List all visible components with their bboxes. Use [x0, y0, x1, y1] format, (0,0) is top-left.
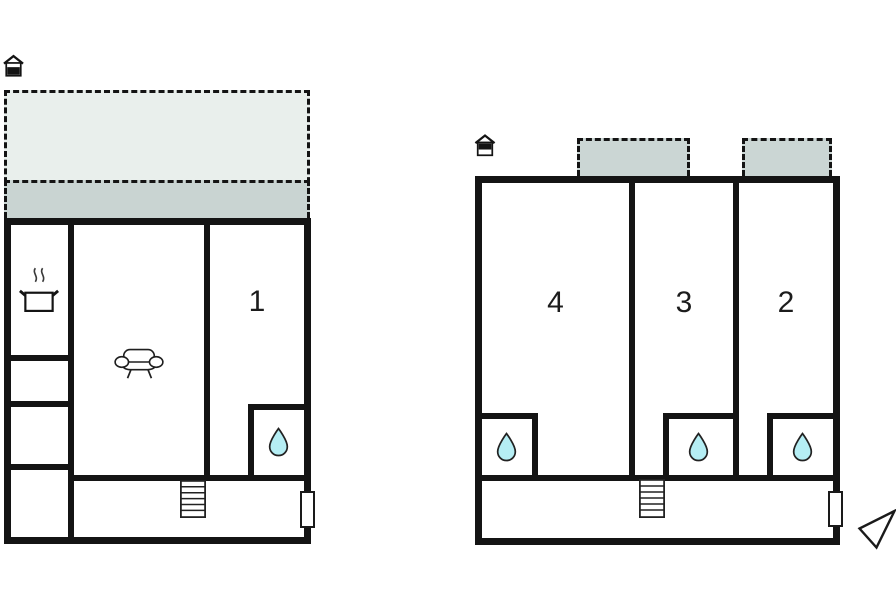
house-upper-floor-icon	[473, 134, 497, 157]
house-ground-floor-icon	[3, 54, 24, 78]
room-label: 2	[777, 286, 795, 319]
wall-segment	[629, 183, 635, 481]
stairs-icon	[180, 480, 206, 518]
water-drop-icon	[267, 427, 290, 457]
wall-segment	[248, 404, 304, 410]
upper-floor-plan: 4 3 2	[475, 176, 840, 545]
door	[300, 491, 315, 528]
wall-segment	[663, 413, 739, 419]
wall-segment	[532, 413, 538, 481]
room-label: 4	[547, 286, 564, 319]
balcony-area	[577, 138, 690, 176]
ground-floor-plan: 1	[4, 218, 311, 544]
cooking-pot-icon	[19, 265, 59, 315]
wall-segment	[11, 401, 68, 407]
water-drop-icon	[687, 432, 710, 462]
wall-segment	[482, 475, 833, 481]
wall-segment	[68, 225, 74, 537]
wall-segment	[11, 464, 68, 470]
balcony-area	[742, 138, 832, 176]
wall-segment	[204, 225, 210, 481]
wall-segment	[248, 404, 254, 481]
north-arrow-icon	[857, 508, 896, 550]
wall-segment	[68, 475, 304, 481]
terrace-lower-strip	[4, 180, 310, 218]
wall-segment	[767, 413, 773, 481]
wall-segment	[767, 413, 833, 419]
stairs-icon	[639, 479, 665, 518]
wall-segment	[11, 355, 68, 361]
wall-segment	[663, 413, 669, 481]
door	[828, 491, 843, 527]
room-label: 3	[675, 286, 693, 319]
wall-segment	[482, 413, 538, 419]
terrace-area	[4, 90, 310, 218]
water-drop-icon	[495, 432, 518, 462]
wall-segment	[733, 183, 739, 481]
water-drop-icon	[791, 432, 814, 462]
room-label: 1	[248, 285, 266, 318]
sofa-icon	[112, 341, 166, 383]
